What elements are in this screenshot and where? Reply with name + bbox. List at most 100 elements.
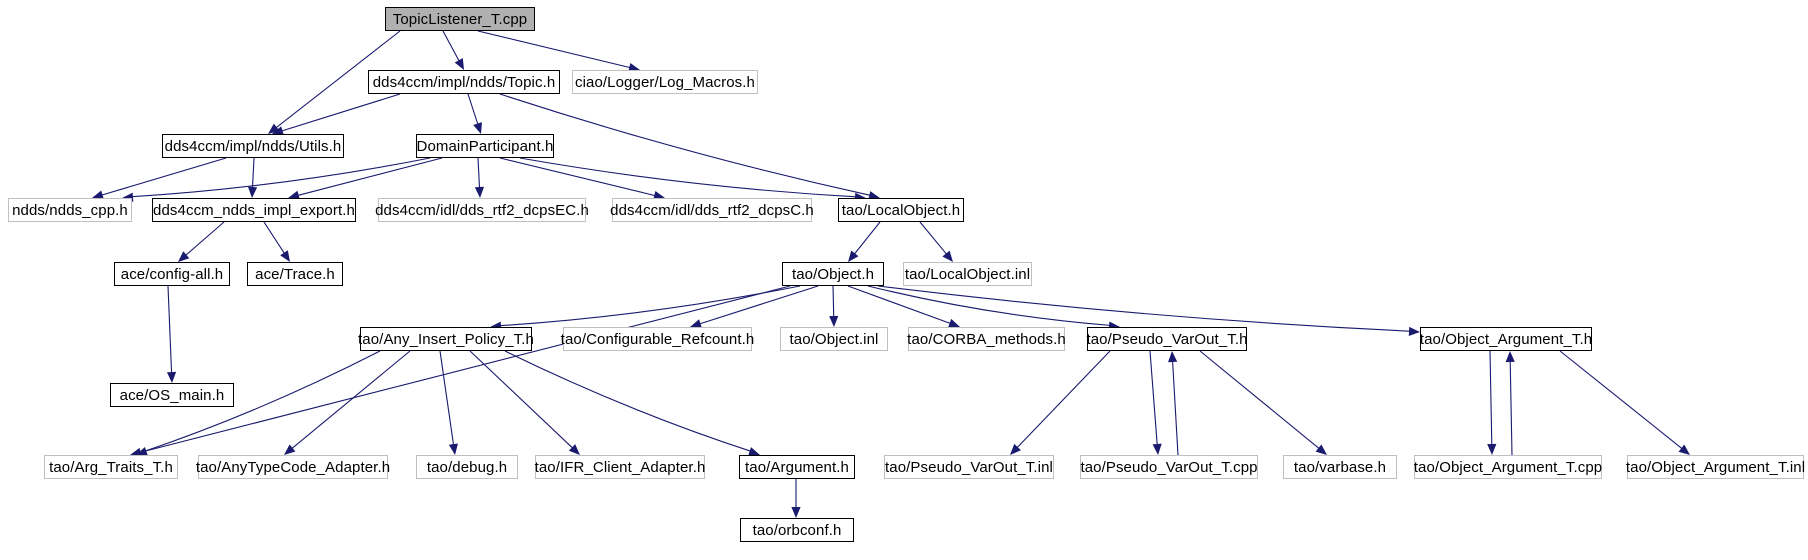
graph-node-label: tao/Object.inl bbox=[789, 330, 879, 348]
graph-edge-object_h-to-object_argument_h bbox=[877, 285, 1410, 332]
graph-node-log_macros[interactable]: ciao/Logger/Log_Macros.h bbox=[572, 70, 758, 94]
graph-edge-object_h-to-pseudo_varout_h bbox=[867, 285, 1111, 326]
graph-node-pseudo_varout_h[interactable]: tao/Pseudo_VarOut_T.h bbox=[1086, 327, 1248, 351]
graph-node-object_argument_inl[interactable]: tao/Object_Argument_T.inl bbox=[1625, 455, 1806, 479]
graph-node-label: tao/Object_Argument_T.h bbox=[1419, 330, 1593, 348]
graph-edge-domainparticipant-to-localobject_h bbox=[519, 157, 856, 198]
graph-edge-object_argument_h-to-object_argument_cpp bbox=[1489, 350, 1493, 445]
graph-edge-any_insert_policy-to-tao_debug bbox=[439, 350, 455, 446]
graph-node-object_argument_cpp[interactable]: tao/Object_Argument_T.cpp bbox=[1414, 455, 1602, 479]
graph-node-orbconf[interactable]: tao/orbconf.h bbox=[740, 518, 854, 542]
edge-arrowhead bbox=[166, 371, 177, 383]
graph-node-label: tao/Pseudo_VarOut_T.inl bbox=[885, 458, 1053, 476]
graph-node-os_main[interactable]: ace/OS_main.h bbox=[110, 383, 234, 407]
graph-node-label: tao/IFR_Client_Adapter.h bbox=[534, 458, 706, 476]
graph-node-object_h[interactable]: tao/Object.h bbox=[782, 262, 884, 286]
graph-node-localobject_h[interactable]: tao/LocalObject.h bbox=[838, 198, 964, 222]
graph-node-corba_methods[interactable]: tao/CORBA_methods.h bbox=[907, 327, 1066, 351]
graph-node-varbase[interactable]: tao/varbase.h bbox=[1283, 455, 1397, 479]
graph-edge-config_all-to-os_main bbox=[167, 285, 173, 373]
graph-node-dcpsec[interactable]: dds4ccm/idl/dds_rtf2_dcpsEC.h bbox=[375, 198, 589, 222]
edge-arrowhead bbox=[1678, 444, 1690, 455]
edge-arrowhead bbox=[1168, 351, 1178, 363]
graph-edge-domainparticipant-to-impl_export bbox=[297, 157, 443, 196]
graph-node-topic_h[interactable]: dds4ccm/impl/ndds/Topic.h bbox=[368, 70, 560, 94]
edge-arrowhead bbox=[268, 123, 280, 134]
edge-arrowhead bbox=[1408, 326, 1420, 337]
edge-arrowhead bbox=[280, 250, 290, 262]
graph-node-domainparticipant[interactable]: DomainParticipant.h bbox=[416, 134, 554, 158]
edge-arrowhead bbox=[1152, 443, 1162, 455]
graph-edge-pseudo_varout_h-to-pseudo_varout_inl bbox=[1016, 350, 1111, 449]
graph-node-label: tao/CORBA_methods.h bbox=[907, 330, 1066, 348]
edge-arrowhead bbox=[474, 186, 485, 198]
graph-edge-topiclistener-to-topic_h bbox=[442, 30, 460, 62]
graph-node-ifr_client_adapter[interactable]: tao/IFR_Client_Adapter.h bbox=[535, 455, 705, 479]
graph-node-label: ace/Trace.h bbox=[255, 265, 335, 283]
graph-node-impl_export[interactable]: dds4ccm_ndds_impl_export.h bbox=[152, 198, 356, 222]
edge-arrowhead bbox=[848, 250, 859, 262]
graph-node-label: tao/Pseudo_VarOut_T.cpp bbox=[1080, 458, 1258, 476]
graph-node-config_refcount[interactable]: tao/Configurable_Refcount.h bbox=[561, 327, 754, 351]
graph-node-config_all[interactable]: ace/config-all.h bbox=[114, 262, 230, 286]
edge-arrowhead bbox=[448, 443, 458, 455]
graph-node-label: tao/LocalObject.inl bbox=[904, 265, 1031, 283]
graph-node-ace_trace[interactable]: ace/Trace.h bbox=[247, 262, 343, 286]
graph-node-label: ndds/ndds_cpp.h bbox=[12, 201, 128, 219]
graph-edge-domainparticipant-to-ndds_cpp bbox=[132, 157, 431, 198]
edge-arrowhead bbox=[454, 58, 464, 70]
graph-node-label: tao/Argument.h bbox=[745, 458, 849, 476]
graph-edge-object_argument_h-to-object_argument_inl bbox=[1559, 350, 1683, 450]
graph-node-label: dds4ccm/idl/dds_rtf2_dcpsC.h bbox=[610, 201, 814, 219]
graph-node-object_argument_h[interactable]: tao/Object_Argument_T.h bbox=[1420, 327, 1592, 351]
graph-node-label: tao/Arg_Traits_T.h bbox=[49, 458, 173, 476]
graph-edge-domainparticipant-to-dcpsc bbox=[499, 157, 656, 197]
graph-node-topiclistener[interactable]: TopicListener_T.cpp bbox=[385, 7, 535, 31]
graph-node-label: dds4ccm/impl/ndds/Topic.h bbox=[372, 73, 556, 91]
graph-node-label: tao/Object_Argument_T.inl bbox=[1625, 458, 1806, 476]
graph-node-localobject_inl[interactable]: tao/LocalObject.inl bbox=[903, 262, 1032, 286]
graph-edge-topiclistener-to-log_macros bbox=[477, 30, 631, 69]
edge-arrowhead bbox=[829, 315, 839, 327]
graph-node-label: ciao/Logger/Log_Macros.h bbox=[574, 73, 755, 91]
graph-node-anytypecode_adapter[interactable]: tao/AnyTypeCode_Adapter.h bbox=[195, 455, 391, 479]
graph-node-arg_traits[interactable]: tao/Arg_Traits_T.h bbox=[44, 455, 178, 479]
graph-node-pseudo_varout_inl[interactable]: tao/Pseudo_VarOut_T.inl bbox=[884, 455, 1054, 479]
graph-node-object_inl[interactable]: tao/Object.inl bbox=[780, 327, 888, 351]
graph-edge-object_h-to-corba_methods bbox=[847, 285, 951, 325]
graph-node-label: tao/Pseudo_VarOut_T.h bbox=[1086, 330, 1248, 348]
graph-node-label: dds4ccm/idl/dds_rtf2_dcpsEC.h bbox=[375, 201, 589, 219]
edge-arrowhead bbox=[1505, 351, 1515, 363]
edge-arrowhead bbox=[1010, 443, 1021, 455]
graph-edge-any_insert_policy-to-argument_h bbox=[504, 350, 751, 452]
graph-edge-topic_h-to-domainparticipant bbox=[467, 93, 479, 125]
graph-node-ndds_cpp[interactable]: ndds/ndds_cpp.h bbox=[8, 198, 132, 222]
graph-node-argument_h[interactable]: tao/Argument.h bbox=[739, 455, 855, 479]
graph-edge-localobject_h-to-localobject_inl bbox=[919, 221, 947, 255]
edge-arrowhead bbox=[284, 444, 296, 455]
graph-node-label: ace/config-all.h bbox=[120, 265, 224, 283]
edge-arrowhead bbox=[247, 186, 258, 198]
graph-node-label: DomainParticipant.h bbox=[416, 137, 554, 155]
graph-node-label: tao/Object.h bbox=[791, 265, 875, 283]
graph-node-any_insert_policy[interactable]: tao/Any_Insert_Policy_T.h bbox=[358, 327, 534, 351]
graph-node-pseudo_varout_cpp[interactable]: tao/Pseudo_VarOut_T.cpp bbox=[1080, 455, 1258, 479]
graph-node-utils_h[interactable]: dds4ccm/impl/ndds/Utils.h bbox=[162, 134, 344, 158]
graph-node-label: tao/LocalObject.h bbox=[841, 201, 961, 219]
graph-edge-pseudo_varout_cpp-to-pseudo_varout_h bbox=[1172, 361, 1179, 456]
edge-arrowhead bbox=[942, 250, 953, 262]
edge-arrowhead bbox=[178, 251, 190, 262]
graph-edge-object_h-to-config_refcount bbox=[699, 285, 819, 325]
graph-edge-utils_h-to-ndds_cpp bbox=[101, 157, 227, 196]
graph-edge-pseudo_varout_h-to-varbase bbox=[1199, 350, 1320, 450]
graph-node-label: tao/AnyTypeCode_Adapter.h bbox=[195, 458, 391, 476]
graph-edge-any_insert_policy-to-ifr_client_adapter bbox=[469, 350, 574, 449]
graph-edge-domainparticipant-to-dcpsec bbox=[477, 157, 481, 188]
edge-arrowhead bbox=[473, 122, 482, 134]
graph-edge-any_insert_policy-to-anytypecode_adapter bbox=[291, 350, 411, 449]
edge-arrowhead bbox=[1487, 443, 1497, 455]
graph-node-label: tao/orbconf.h bbox=[752, 521, 842, 539]
graph-node-dcpsc[interactable]: dds4ccm/idl/dds_rtf2_dcpsC.h bbox=[610, 198, 814, 222]
graph-node-tao_debug[interactable]: tao/debug.h bbox=[416, 455, 518, 479]
